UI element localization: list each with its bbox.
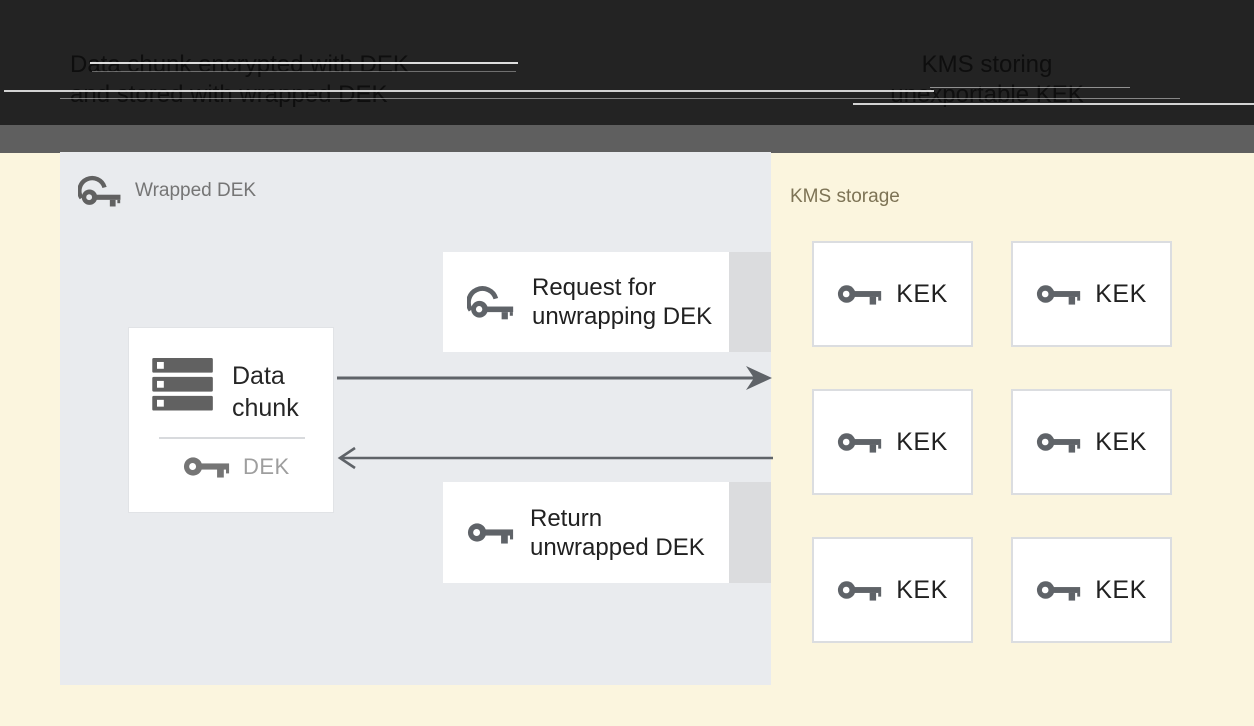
data-chunk-title: Data chunk <box>232 360 318 424</box>
data-chunk-stack-icon <box>152 358 213 411</box>
wrapped-key-icon <box>78 175 121 207</box>
key-icon <box>467 523 514 544</box>
kek-cell: KEK <box>812 241 973 347</box>
request-label-line2: unwrapping DEK <box>532 303 713 330</box>
left-caption: Data chunk encrypted with DEK and stored… <box>70 50 409 110</box>
wrapped-dek-label: Wrapped DEK <box>135 180 257 201</box>
key-icon <box>838 285 882 305</box>
key-icon <box>1037 285 1081 305</box>
request-label-line1: Request for <box>532 274 657 301</box>
kek-label: KEK <box>1095 279 1147 308</box>
divider <box>159 437 305 439</box>
kek-label: KEK <box>896 575 948 604</box>
data-chunk-title-line1: Data <box>232 362 285 390</box>
data-chunk-title-line2: chunk <box>232 394 299 422</box>
wrapped-key-icon <box>467 285 514 319</box>
top-caption-band: Data chunk encrypted with DEK and stored… <box>0 0 1254 125</box>
right-caption: KMS storing unexportable KEK <box>848 50 1126 110</box>
kek-cell: KEK <box>1011 389 1172 495</box>
kek-label: KEK <box>1095 575 1147 604</box>
kek-label: KEK <box>896 279 948 308</box>
return-label-line2: unwrapped DEK <box>530 533 705 561</box>
kek-cell: KEK <box>812 537 973 643</box>
return-box-edge-strip <box>729 482 771 583</box>
kek-label: KEK <box>1095 427 1147 456</box>
data-chunk-box: Data chunk DEK <box>128 327 334 513</box>
dek-row: DEK <box>183 453 290 480</box>
left-caption-line2: and stored with wrapped DEK <box>70 81 388 108</box>
kek-cell: KEK <box>1011 537 1172 643</box>
left-caption-line1: Data chunk encrypted with DEK <box>70 51 409 78</box>
key-icon <box>838 433 882 453</box>
request-unwrap-label: Request for unwrapping DEK <box>532 273 712 331</box>
key-icon <box>838 581 882 601</box>
right-caption-line2: unexportable KEK <box>890 81 1084 108</box>
kek-cell: KEK <box>812 389 973 495</box>
wrapped-dek-header: Wrapped DEK <box>78 173 256 209</box>
key-icon <box>1037 433 1081 453</box>
dek-label: DEK <box>243 453 290 479</box>
key-icon <box>183 457 230 478</box>
kms-storage-label: KMS storage <box>790 186 900 207</box>
kek-label: KEK <box>896 427 948 456</box>
return-label-line1: Return <box>530 504 603 532</box>
gray-divider-band <box>0 125 1254 153</box>
request-unwrap-box: Request for unwrapping DEK <box>443 252 729 352</box>
request-box-edge-strip <box>729 252 771 352</box>
return-unwrapped-label: Return unwrapped DEK <box>530 504 705 562</box>
kek-cell: KEK <box>1011 241 1172 347</box>
right-caption-line1: KMS storing <box>921 51 1053 78</box>
key-icon <box>1037 581 1081 601</box>
data-chunk-row: Data chunk <box>152 358 318 424</box>
return-unwrapped-box: Return unwrapped DEK <box>443 482 729 583</box>
